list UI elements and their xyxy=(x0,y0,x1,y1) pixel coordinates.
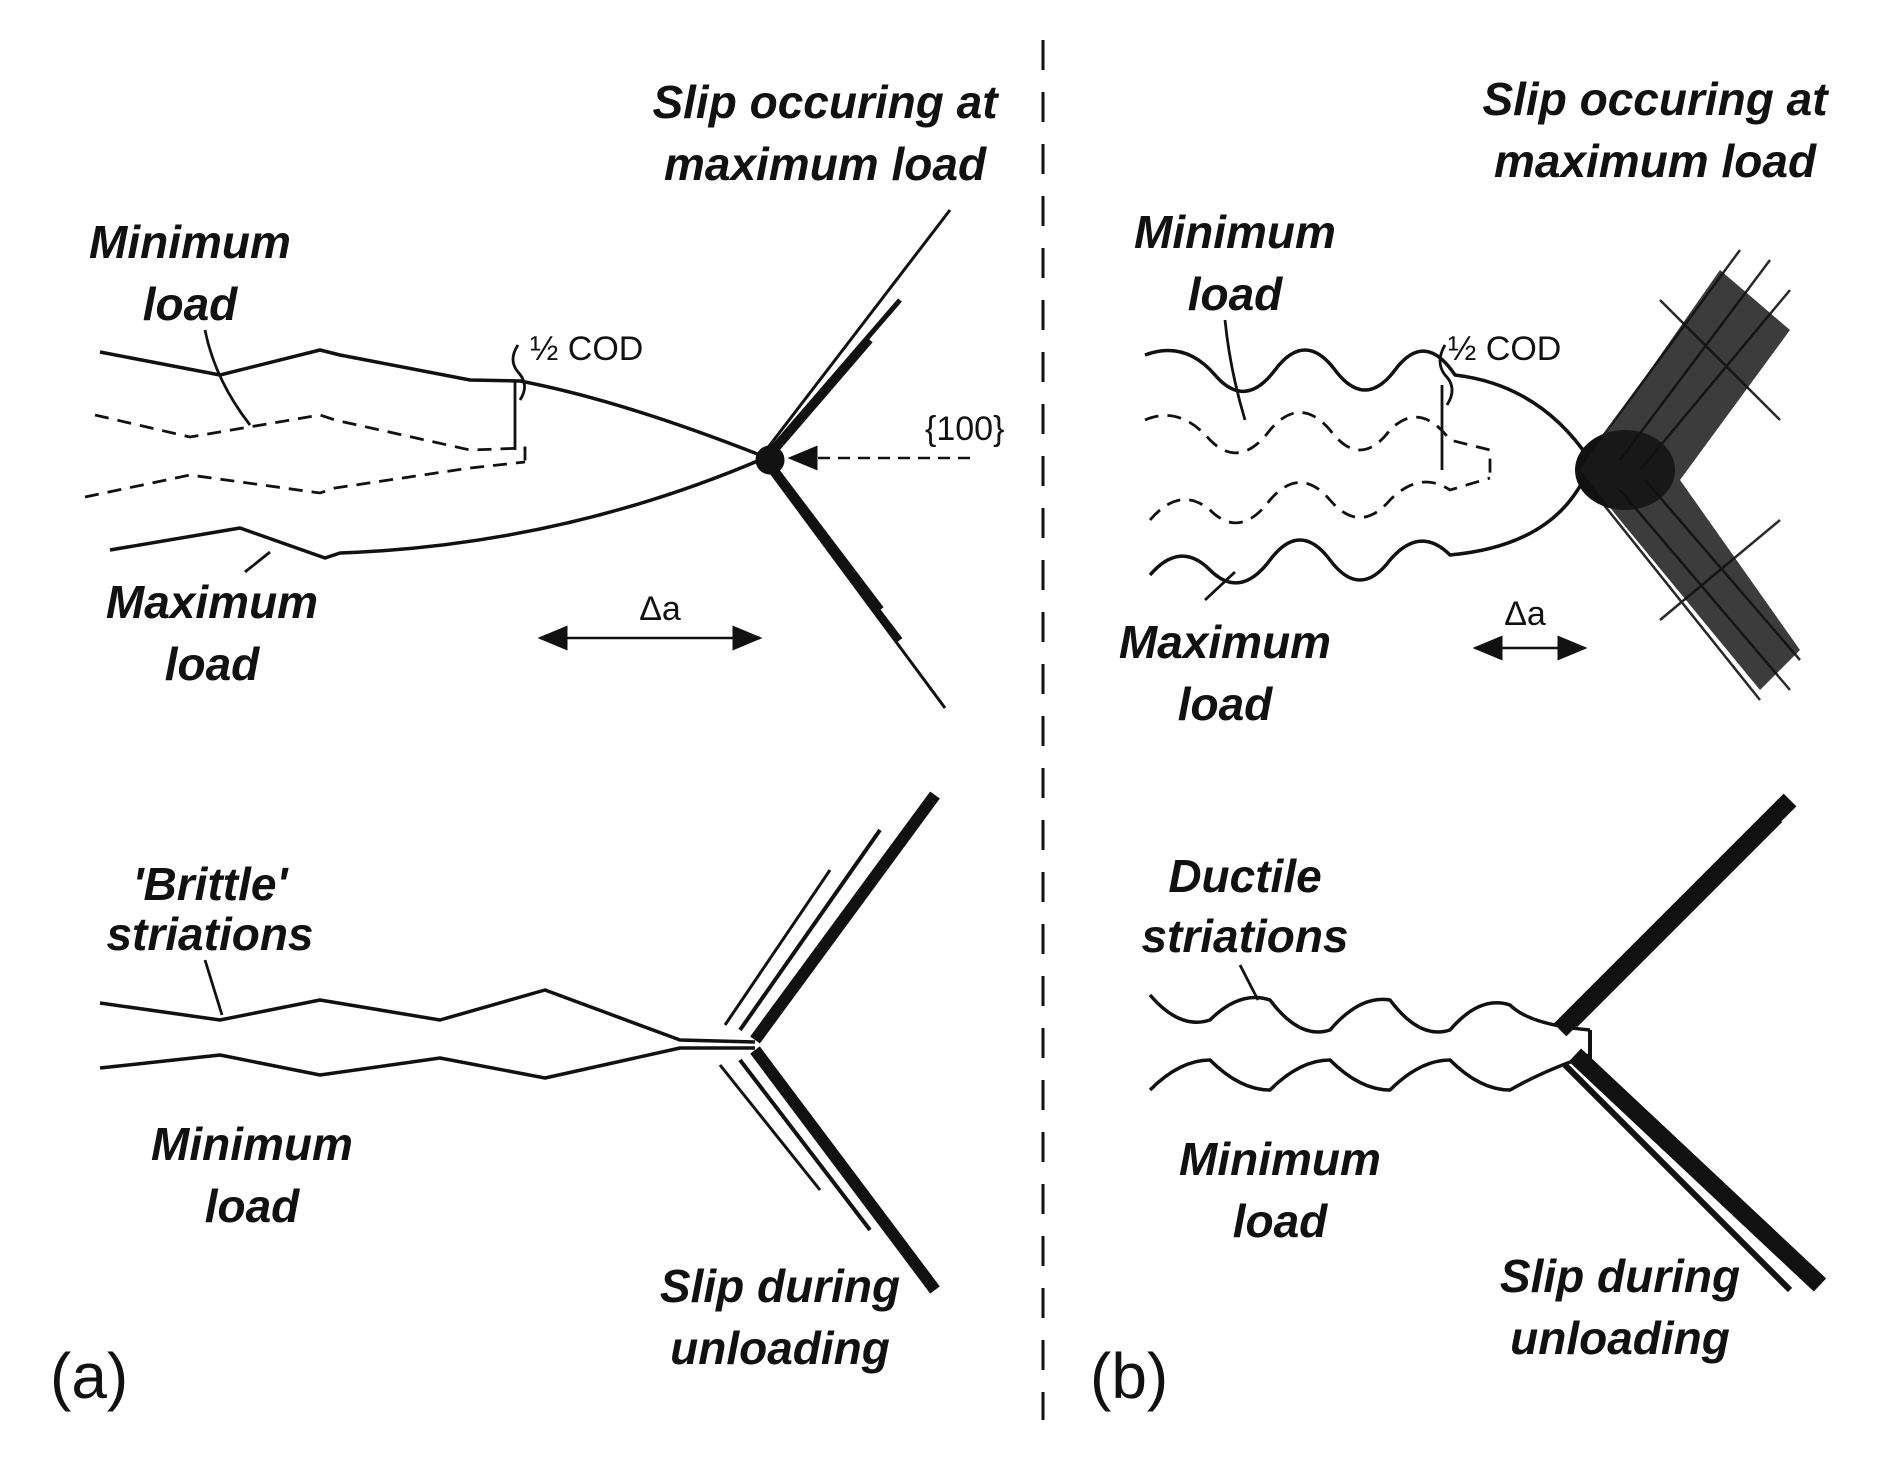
b-bottom-striation-leader xyxy=(1238,964,1260,1001)
b-top-cod-label: ½ COD xyxy=(1448,330,1561,368)
b-bottom-striation-label-2: striations xyxy=(1141,910,1348,962)
a-bottom-crack-upper xyxy=(99,988,756,1044)
a-top-crack-upper-max xyxy=(99,348,761,457)
b-top-plastic-zone xyxy=(1575,249,1801,701)
a-top-min-leader xyxy=(203,329,252,426)
a-bottom-striation-label-2: striations xyxy=(106,908,313,960)
a-top-max-leader xyxy=(244,550,271,574)
b-bottom-slip-label-2: unloading xyxy=(1510,1312,1730,1364)
b-bottom-min-label-1: Minimum xyxy=(1179,1133,1381,1185)
a-bottom-crack-lower xyxy=(99,1046,755,1080)
panel-a-top: Slip occuring at maximum load Minimum lo… xyxy=(84,76,1004,709)
a-top-max-label-2: load xyxy=(165,638,260,690)
b-top-cod-bracket xyxy=(1438,344,1454,470)
panel-b-top: Slip occuring at maximum load Minimum lo… xyxy=(1119,73,1829,730)
b-top-max-leader xyxy=(1204,570,1236,602)
b-bottom-slip-label-1: Slip during xyxy=(1500,1250,1740,1302)
a-top-slip-bands xyxy=(755,209,952,709)
b-top-min-leader xyxy=(1223,319,1247,421)
a-bottom-striation-leader xyxy=(203,959,224,1016)
b-bottom-crack-upper xyxy=(1148,993,1591,1034)
a-top-delta-label: Δa xyxy=(639,590,681,628)
b-top-delta-label: Δa xyxy=(1504,595,1546,633)
a-top-slip-label-1: Slip occuring at xyxy=(652,76,999,128)
b-top-slip-label-1: Slip occuring at xyxy=(1482,73,1829,125)
b-top-slip-label-2: maximum load xyxy=(1494,135,1817,187)
b-top-max-label-1: Maximum xyxy=(1119,616,1331,668)
a-top-min-label-1: Minimum xyxy=(89,216,291,268)
a-bottom-min-label-1: Minimum xyxy=(151,1118,353,1170)
a-bottom-slip-label-1: Slip during xyxy=(660,1260,900,1312)
b-bottom-min-label-2: load xyxy=(1233,1195,1328,1247)
a-top-min-label-2: load xyxy=(143,278,238,330)
a-top-plane-label: {100} xyxy=(925,410,1004,448)
b-bottom-crack-lower xyxy=(1148,1053,1591,1092)
b-top-crack-upper-min xyxy=(1144,411,1492,478)
b-bottom-slip-bands xyxy=(1553,793,1827,1293)
a-top-cod-label: ½ COD xyxy=(530,330,643,368)
a-top-crack-upper-min xyxy=(94,413,527,462)
b-top-crack-lower-min xyxy=(1148,476,1491,525)
b-top-crack-upper-max xyxy=(1144,348,1592,461)
a-bottom-slip-label-2: unloading xyxy=(670,1322,890,1374)
panel-a-tag: (a) xyxy=(50,1340,128,1412)
a-top-crack-lower-min xyxy=(84,460,526,499)
panel-b-tag: (b) xyxy=(1090,1340,1168,1412)
a-bottom-slip-bands xyxy=(718,791,940,1294)
b-top-min-label-2: load xyxy=(1188,268,1283,320)
panel-b-bottom: Ductile striations Minimum load Slip dur… xyxy=(1141,793,1827,1364)
a-top-max-label-1: Maximum xyxy=(106,576,318,628)
a-top-crack-lower-max xyxy=(109,458,761,560)
a-top-slip-label-2: maximum load xyxy=(664,138,987,190)
a-bottom-min-label-2: load xyxy=(205,1180,300,1232)
b-top-min-label-1: Minimum xyxy=(1134,206,1336,258)
b-bottom-striation-label-1: Ductile xyxy=(1168,850,1321,902)
b-top-max-label-2: load xyxy=(1178,678,1273,730)
a-top-cod-bracket xyxy=(511,344,526,450)
b-top-crack-lower-max xyxy=(1148,464,1592,585)
panel-a-bottom: 'Brittle' striations Minimum load Slip d… xyxy=(99,791,940,1374)
a-bottom-striation-label-1: 'Brittle' xyxy=(133,858,290,910)
